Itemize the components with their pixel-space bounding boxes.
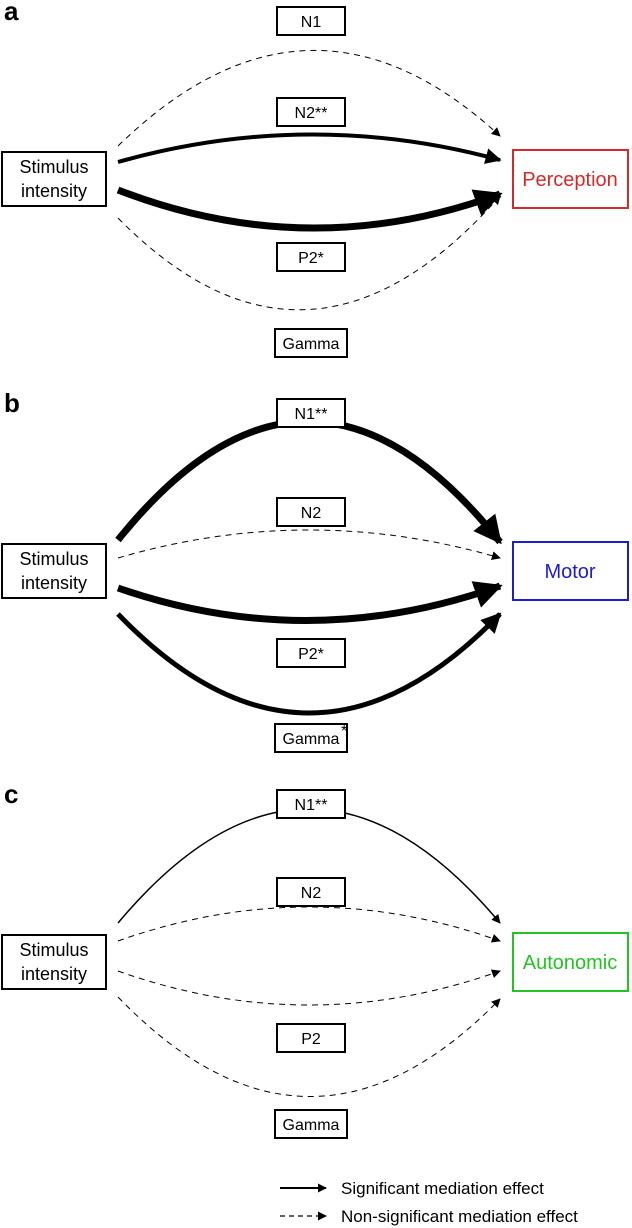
mediator-label: N2 bbox=[301, 505, 322, 522]
legend: Significant mediation effectNon-signific… bbox=[280, 1179, 578, 1226]
outcome-label: Perception bbox=[522, 169, 618, 191]
mediator-label: N2 bbox=[301, 885, 322, 902]
path-p2 bbox=[117, 969, 501, 1006]
path-gamma bbox=[116, 612, 502, 716]
mediator-label: N2** bbox=[295, 105, 328, 122]
source-label-line: intensity bbox=[21, 573, 87, 593]
mediator-label: P2* bbox=[298, 250, 324, 267]
mediator-label: N1** bbox=[295, 406, 328, 423]
panel-letter: c bbox=[4, 779, 18, 809]
source-node: Stimulus intensity bbox=[1, 543, 107, 599]
mediator-label: Gamma bbox=[283, 336, 340, 353]
source-node: Stimulus intensity bbox=[1, 934, 107, 990]
significance-mark: * bbox=[341, 723, 347, 740]
panel-letter: b bbox=[4, 388, 20, 418]
mediator-p2: P2* bbox=[276, 638, 346, 668]
outcome-node: Motor bbox=[512, 541, 629, 601]
mediator-n2: N2 bbox=[276, 877, 346, 907]
mediator-gamma: Gamma* bbox=[274, 723, 348, 753]
mediator-label: N1** bbox=[295, 797, 328, 814]
mediator-gamma: Gamma bbox=[274, 328, 348, 358]
mediator-label: P2 bbox=[301, 1031, 321, 1048]
mediator-gamma: Gamma bbox=[274, 1109, 348, 1139]
outcome-label: Autonomic bbox=[523, 952, 618, 974]
mediator-n1: N1** bbox=[276, 398, 346, 428]
path-n2 bbox=[117, 132, 502, 164]
path-n2 bbox=[117, 529, 501, 561]
mediator-label: Gamma bbox=[283, 1117, 340, 1134]
mediator-n1: N1 bbox=[276, 6, 346, 36]
path-n1 bbox=[117, 50, 501, 147]
source-label-line: intensity bbox=[21, 181, 87, 201]
mediator-n2: N2 bbox=[276, 497, 346, 527]
path-p2 bbox=[116, 581, 503, 624]
legend-non-significant-label: Non-significant mediation effect bbox=[341, 1207, 578, 1226]
legend-significant-label: Significant mediation effect bbox=[341, 1179, 544, 1198]
mediator-n1: N1** bbox=[276, 789, 346, 819]
source-label-line: intensity bbox=[21, 964, 87, 984]
mediator-label: N1 bbox=[301, 14, 322, 31]
source-label-line: Stimulus bbox=[19, 940, 88, 960]
source-label-line: Stimulus bbox=[19, 157, 88, 177]
outcome-label: Motor bbox=[544, 561, 595, 583]
panel-letter: a bbox=[4, 0, 19, 26]
mediator-n2: N2** bbox=[276, 97, 346, 127]
outcome-node: Autonomic bbox=[512, 932, 629, 992]
source-label-line: Stimulus bbox=[19, 549, 88, 569]
mediator-label: P2* bbox=[298, 646, 324, 663]
path-gamma bbox=[117, 195, 501, 311]
mediator-p2: P2 bbox=[276, 1023, 346, 1053]
path-gamma bbox=[117, 996, 501, 1097]
mediator-p2: P2* bbox=[276, 242, 346, 272]
outcome-node: Perception bbox=[512, 149, 629, 209]
source-node: Stimulus intensity bbox=[1, 151, 107, 207]
path-n2 bbox=[117, 906, 501, 943]
path-p2 bbox=[116, 186, 503, 232]
mediator-label: Gamma bbox=[283, 731, 340, 748]
